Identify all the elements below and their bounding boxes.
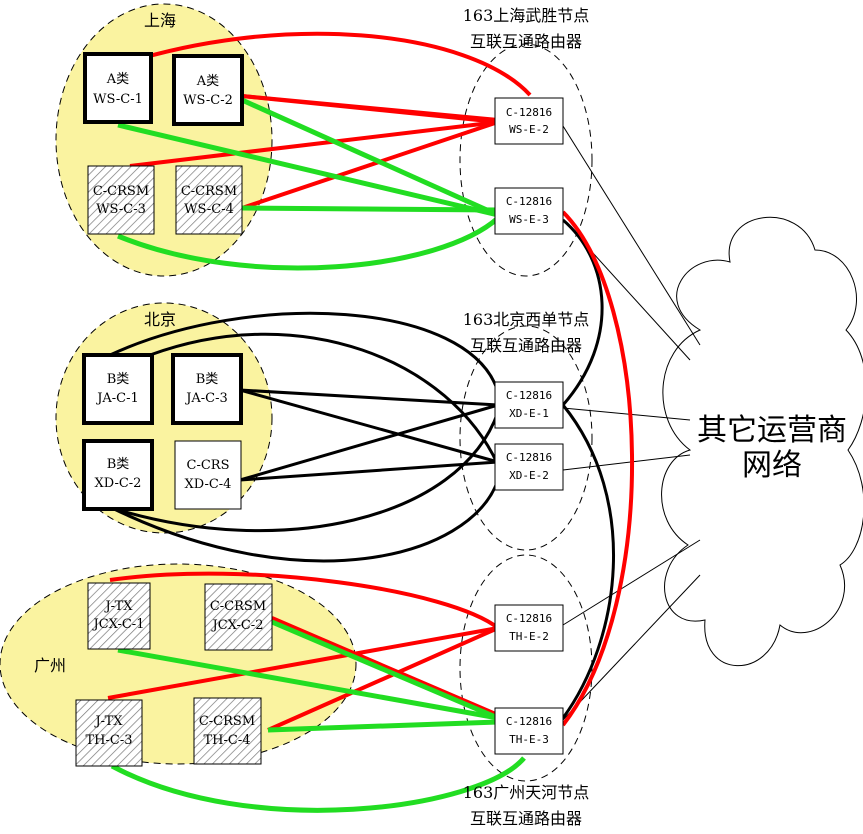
router-ws-e-2-line1: C-12816 (506, 106, 552, 119)
router-ws-e-3-line1: C-12816 (506, 195, 552, 208)
router-th-e-2[interactable]: C-12816 TH-E-2 (494, 604, 564, 652)
region-label-beijing: 北京 (144, 310, 176, 329)
node-xd-c-4-line1: C-CRS (187, 458, 230, 473)
cloud-shape (661, 216, 863, 667)
router-th-e-2-line2: TH-E-2 (509, 630, 549, 643)
node-ws-c-3-line2: WS-C-3 (96, 202, 146, 217)
router-ws-e-3-line2: WS-E-3 (509, 213, 549, 226)
node-jcx-c-1-line1: J-TX (103, 599, 133, 614)
node-th-c-3-line1: J-TX (93, 714, 123, 729)
node-ja-c-3-line1: B类 (196, 372, 219, 387)
node-ja-c-1[interactable]: B类 JA-C-1 (82, 353, 154, 425)
router-th-e-3[interactable]: C-12816 TH-E-3 (494, 707, 564, 755)
node-ja-c-3[interactable]: B类 JA-C-3 (171, 353, 243, 425)
node-ja-c-1-line2: JA-C-1 (95, 391, 139, 406)
router-ws-e-2[interactable]: C-12816 WS-E-2 (494, 97, 564, 145)
router-xd-e-1-line1: C-12816 (506, 389, 552, 402)
pop-label-beijing-line1: 163北京西单节点 (463, 310, 590, 329)
node-th-c-4-line1: C-CRSM (199, 714, 255, 729)
pop-shanghai-outline (459, 43, 593, 277)
node-ws-c-1-line2: WS-C-1 (93, 92, 143, 107)
red-links (107, 31, 635, 732)
node-jcx-c-2[interactable]: C-CRSM JCX-C-2 (204, 583, 273, 651)
node-th-c-3-line2: TH-C-3 (85, 733, 132, 748)
black-links (109, 218, 616, 719)
node-ws-c-2-line1: A类 (196, 74, 219, 89)
node-ws-c-4-line2: WS-C-4 (184, 202, 234, 217)
pop-label-guangzhou-line1: 163广州天河节点 (463, 783, 590, 802)
router-xd-e-2[interactable]: C-12816 XD-E-2 (494, 443, 564, 491)
node-ws-c-4-line1: C-CRSM (181, 184, 237, 199)
node-ws-c-2[interactable]: A类 WS-C-2 (172, 54, 244, 126)
node-jcx-c-2-line2: JCX-C-2 (211, 618, 264, 633)
node-jcx-c-2-line1: C-CRSM (210, 599, 266, 614)
router-xd-e-2-line1: C-12816 (506, 451, 552, 464)
pop-beijing-outline (459, 325, 593, 551)
node-ws-c-3[interactable]: C-CRSM WS-C-3 (87, 165, 155, 235)
node-xd-c-4[interactable]: C-CRS XD-C-4 (174, 440, 242, 510)
router-th-e-3-line2: TH-E-3 (509, 733, 549, 746)
router-xd-e-2-line2: XD-E-2 (509, 469, 549, 482)
cloud-label-line1: 其它运营商 (697, 413, 847, 448)
node-ja-c-3-line2: JA-C-3 (184, 391, 228, 406)
node-jcx-c-1[interactable]: J-TX JCX-C-1 (87, 582, 151, 650)
pop-label-shanghai-line2: 互联互通路由器 (470, 32, 582, 51)
router-th-e-3-line1: C-12816 (506, 715, 552, 728)
node-ws-c-3-line1: C-CRSM (93, 184, 149, 199)
router-xd-e-1-line2: XD-E-1 (509, 407, 549, 420)
region-label-guangzhou: 广州 (34, 656, 66, 675)
node-xd-c-2[interactable]: B类 XD-C-2 (82, 439, 154, 511)
node-ws-c-4[interactable]: C-CRSM WS-C-4 (175, 165, 243, 235)
router-th-e-2-line1: C-12816 (506, 612, 552, 625)
node-th-c-4-line2: TH-C-4 (203, 733, 250, 748)
node-th-c-3[interactable]: J-TX TH-C-3 (75, 699, 143, 767)
pop-label-guangzhou-line2: 互联互通路由器 (470, 809, 582, 828)
node-th-c-4[interactable]: C-CRSM TH-C-4 (193, 697, 262, 765)
router-ws-e-3[interactable]: C-12816 WS-E-3 (494, 187, 564, 235)
pop-label-shanghai-line1: 163上海武胜节点 (463, 6, 590, 25)
pop-label-beijing-line2: 互联互通路由器 (470, 336, 582, 355)
region-label-shanghai: 上海 (144, 11, 176, 30)
node-ja-c-1-line1: B类 (107, 372, 130, 387)
node-jcx-c-1-line2: JCX-C-1 (92, 617, 145, 632)
node-xd-c-4-line2: XD-C-4 (185, 477, 232, 492)
region-shanghai (55, 3, 273, 277)
cloud-label-line2: 网络 (742, 448, 802, 483)
node-ws-c-1[interactable]: A类 WS-C-1 (83, 52, 153, 124)
router-xd-e-1[interactable]: C-12816 XD-E-1 (494, 381, 564, 429)
node-xd-c-2-line2: XD-C-2 (95, 476, 142, 491)
green-links (110, 97, 526, 813)
router-ws-e-2-line2: WS-E-2 (509, 123, 549, 136)
node-ws-c-2-line2: WS-C-2 (183, 93, 233, 108)
node-ws-c-1-line1: A类 (106, 72, 129, 87)
node-xd-c-2-line1: B类 (107, 457, 130, 472)
